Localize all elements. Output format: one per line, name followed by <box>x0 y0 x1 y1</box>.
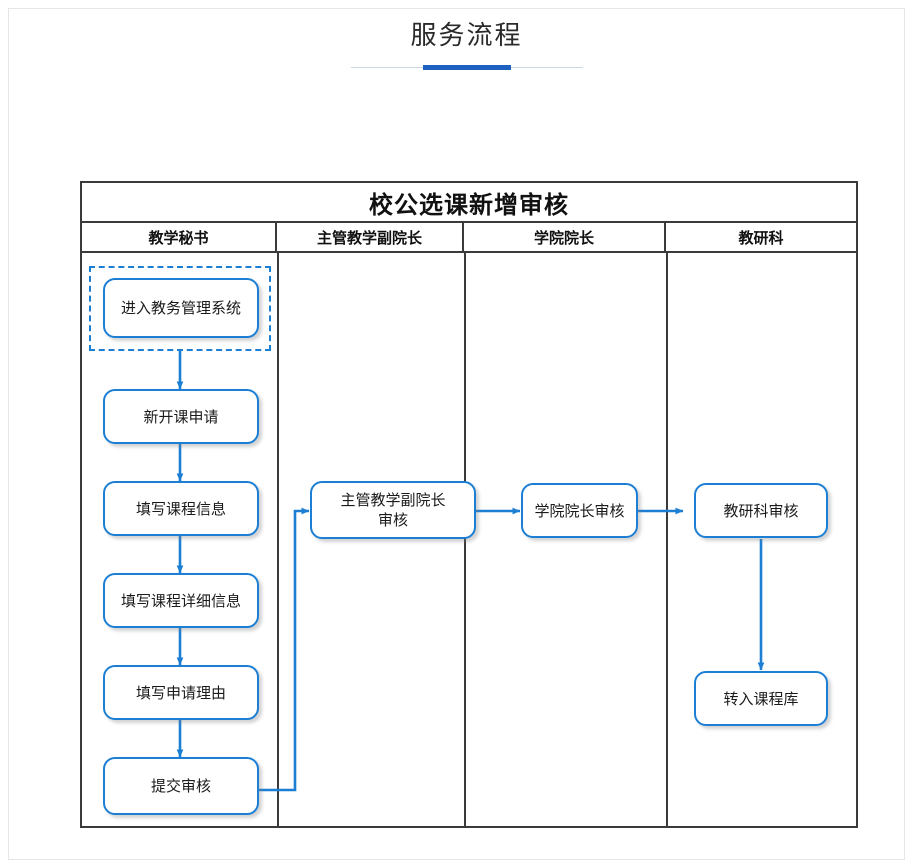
node-fill-course-info[interactable]: 填写课程信息 <box>103 481 259 536</box>
column-header-research-office: 教研科 <box>738 228 784 247</box>
node-new-course-application[interactable]: 新开课申请 <box>103 389 259 444</box>
node-transfer-to-course-library[interactable]: 转入课程库 <box>694 671 828 726</box>
column-header-teaching-secretary: 教学秘书 <box>82 223 277 251</box>
node-fill-application-reason[interactable]: 填写申请理由 <box>103 665 259 720</box>
column-header-vice-dean: 主管教学副院长 <box>277 223 464 251</box>
node-vice-dean-review-line1: 主管教学副院长 <box>340 491 446 509</box>
edge-n6-n7 <box>259 507 310 792</box>
node-fill-course-details[interactable]: 填写课程详细信息 <box>103 573 259 628</box>
flowchart-title-row: 校公选课新增审核 <box>82 183 856 223</box>
lane-divider-3 <box>666 253 668 826</box>
flowchart-table: 校公选课新增审核 教学秘书 主管教学副院长 学院院长 教研科 <box>80 181 858 828</box>
flowchart-title: 校公选课新增审核 <box>369 190 569 219</box>
lane-divider-1 <box>277 253 279 826</box>
node-selection-outline[interactable] <box>89 266 271 351</box>
lane-divider-2 <box>464 253 466 826</box>
node-submit-review[interactable]: 提交审核 <box>103 757 259 815</box>
title-block: 服务流程 <box>9 17 915 71</box>
node-dean-review[interactable]: 学院院长审核 <box>521 483 638 538</box>
flowchart-column-headers: 教学秘书 主管教学副院长 学院院长 教研科 <box>82 223 856 253</box>
title-underline <box>350 64 583 71</box>
column-header-dean: 学院院长 <box>464 223 666 251</box>
node-vice-dean-review-line2: 审核 <box>377 511 408 529</box>
node-research-office-review[interactable]: 教研科审核 <box>694 483 828 538</box>
page-card: 服务流程 校公选课新增审核 教学秘书 主管教学副院长 学院院长 教研科 <box>8 8 905 860</box>
node-enter-academic-system[interactable]: 进入教务管理系统 <box>103 278 259 338</box>
node-vice-dean-review[interactable]: 主管教学副院长 审核 <box>310 481 476 539</box>
title-underline-accent <box>422 65 511 70</box>
page-title: 服务流程 <box>410 21 523 51</box>
